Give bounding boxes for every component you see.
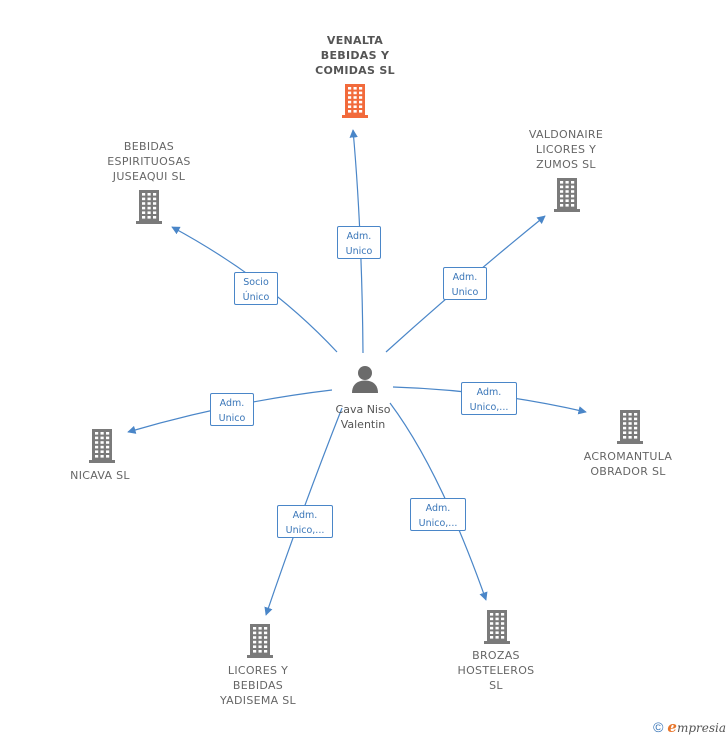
company-label-acromantula[interactable]: ACROMANTULA OBRADOR SL [583,450,673,478]
edge-label-valdonaire[interactable]: Adm. Unico [443,267,487,300]
building-icon[interactable] [87,428,117,469]
building-icon[interactable] [482,609,512,650]
building-icon[interactable] [552,177,582,218]
building-icon[interactable] [245,623,275,664]
edge-label-venalta[interactable]: Adm. Unico [337,226,381,259]
company-label-valdonaire[interactable]: VALDONAIRE LICORES Y ZUMOS SL [528,128,604,171]
company-label-venalta[interactable]: VENALTA BEBIDAS Y COMIDAS SL [315,34,395,77]
person-icon[interactable] [350,365,380,398]
edge-label-bebidas-espirituosas[interactable]: Socio Único [234,272,278,305]
edge-label-acromantula[interactable]: Adm. Unico,... [461,382,517,415]
person-name[interactable]: Cava Niso Valentin [335,403,391,431]
edge-label-nicava[interactable]: Adm. Unico [210,393,254,426]
copyright-symbol: © [653,719,664,735]
company-label-licores-bebidas[interactable]: LICORES Y BEBIDAS YADISEMA SL [220,664,296,707]
empresia-logo[interactable]: empresia [667,718,726,736]
building-icon[interactable] [340,83,370,124]
footer-brand: © empresia [653,718,726,736]
company-label-nicava[interactable]: NICAVA SL [70,469,130,482]
edge-line-brozas [389,402,488,601]
company-label-brozas[interactable]: BROZAS HOSTELEROS SL [457,649,535,692]
building-icon[interactable] [615,409,645,450]
company-label-bebidas-espirituosas[interactable]: BEBIDAS ESPIRITUOSAS JUSEAQUI SL [107,140,191,183]
edge-label-licores-bebidas[interactable]: Adm. Unico,... [277,505,333,538]
building-icon[interactable] [134,189,164,230]
edge-label-brozas[interactable]: Adm. Unico,... [410,498,466,531]
